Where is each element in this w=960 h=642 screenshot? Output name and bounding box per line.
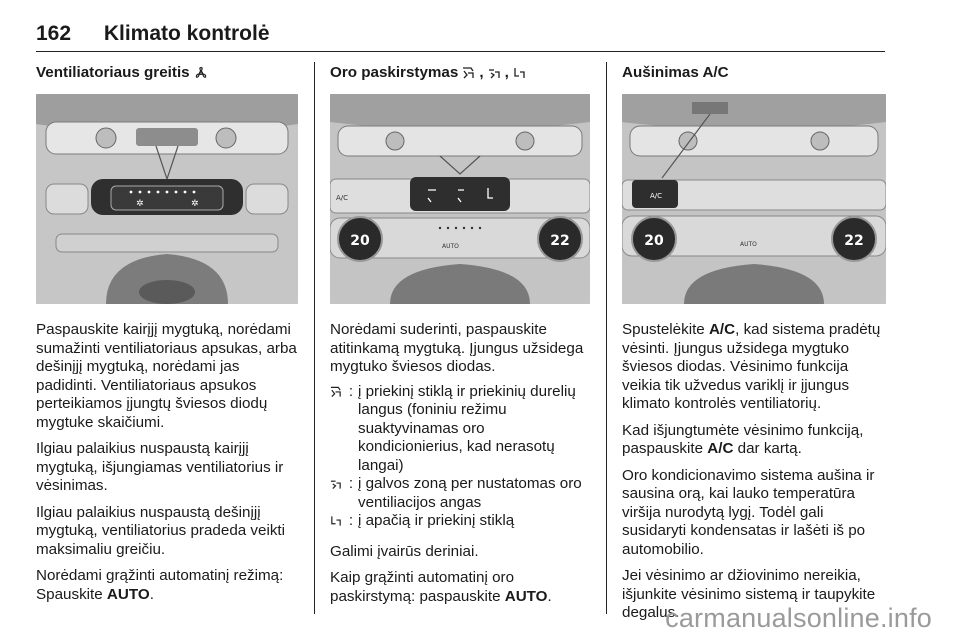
svg-text:✲: ✲ bbox=[191, 199, 199, 209]
page-title: Klimato kontrolė bbox=[103, 22, 270, 45]
svg-text:22: 22 bbox=[844, 233, 863, 249]
svg-text:20: 20 bbox=[350, 233, 370, 249]
fan-auto-paragraph: Norėdami grąžinti automatinį režimą: Spa… bbox=[36, 567, 284, 603]
feet-airflow-icon bbox=[513, 64, 526, 83]
column-ac-cooling: Aušinimas A/C A/C AUTO 20 22 Spustelėkit… bbox=[622, 62, 886, 623]
page-number: 162 bbox=[36, 22, 72, 45]
head-airflow-icon bbox=[488, 64, 501, 83]
photo-label-ac: A/C bbox=[650, 192, 662, 200]
list-item: : į apačią ir priekinį stiklą bbox=[330, 512, 590, 531]
fan-paragraph: Paspauskite kairįjį mygtuką, norėdami su… bbox=[36, 321, 297, 431]
fan-speed-controls-photo: ✲ ✲ bbox=[36, 94, 298, 304]
column-fan-speed: Ventiliatoriaus greitis ✲ ✲ Paspauskite … bbox=[36, 62, 298, 604]
page-header: 162 Klimato kontrolė bbox=[36, 22, 270, 46]
auto-distribution-paragraph: Kaip grąžinti automatinį oro paskirstymą… bbox=[330, 569, 552, 605]
fan-paragraph: Ilgiau palaikius nuspaustą dešinįjį mygt… bbox=[36, 503, 286, 558]
photo-label-ac: A/C bbox=[336, 194, 348, 202]
ac-paragraph: Kad išjungtumėte vėsinimo funkciją, pasp… bbox=[622, 421, 864, 458]
svg-text:20: 20 bbox=[644, 233, 664, 249]
ac-controls-photo: A/C AUTO 20 22 bbox=[622, 94, 886, 304]
svg-text:AUTO: AUTO bbox=[740, 241, 757, 248]
fan-paragraph: Ilgiau palaikius nuspaustą kairįjį mygtu… bbox=[36, 440, 284, 494]
fan-icon bbox=[194, 64, 208, 83]
svg-text:22: 22 bbox=[550, 233, 569, 249]
ac-paragraph: Jei vėsinimo ar džiovinimo nereikia, išj… bbox=[622, 567, 876, 621]
section-heading-air-distribution: Oro paskirstymas , , bbox=[330, 62, 590, 84]
section-heading-ac-cooling: Aušinimas A/C bbox=[622, 63, 729, 81]
auto-keyword: AUTO bbox=[106, 585, 150, 603]
windscreen-airflow-icon bbox=[330, 383, 344, 402]
header-rule bbox=[36, 51, 885, 52]
column-divider bbox=[314, 62, 315, 614]
svg-text:AUTO: AUTO bbox=[442, 243, 459, 250]
ac-paragraph: Spustelėkite A/C, kad sistema pradėtų vė… bbox=[622, 321, 881, 412]
column-divider bbox=[606, 62, 607, 614]
list-item: : į priekinį stiklą ir priekinių durelių… bbox=[330, 383, 590, 476]
ac-keyword: A/C bbox=[708, 321, 736, 338]
svg-text:✲: ✲ bbox=[136, 199, 144, 209]
air-distribution-controls-photo: A/C AUTO 20 22 bbox=[330, 94, 590, 304]
air-distribution-list: : į priekinį stiklą ir priekinių durelių… bbox=[330, 383, 590, 531]
list-item: : į galvos zoną per nustatomas oro venti… bbox=[330, 475, 590, 512]
watermark: carmanualsonline.info bbox=[665, 603, 932, 633]
section-heading-fan-speed: Ventiliatoriaus greitis bbox=[36, 62, 298, 84]
feet-airflow-icon bbox=[330, 512, 344, 531]
windscreen-airflow-icon bbox=[462, 64, 475, 83]
column-air-distribution: Oro paskirstymas , , A/C AUTO 20 22 bbox=[330, 62, 590, 606]
ac-paragraph: Oro kondicionavimo sistema aušina ir sau… bbox=[622, 466, 875, 558]
head-airflow-icon bbox=[330, 475, 344, 494]
combinations-note: Galimi įvairūs deriniai. bbox=[330, 542, 479, 560]
air-distribution-intro: Norėdami suderinti, paspauskite atitinka… bbox=[330, 321, 584, 375]
auto-keyword: AUTO bbox=[504, 587, 548, 605]
ac-keyword: A/C bbox=[707, 440, 734, 457]
